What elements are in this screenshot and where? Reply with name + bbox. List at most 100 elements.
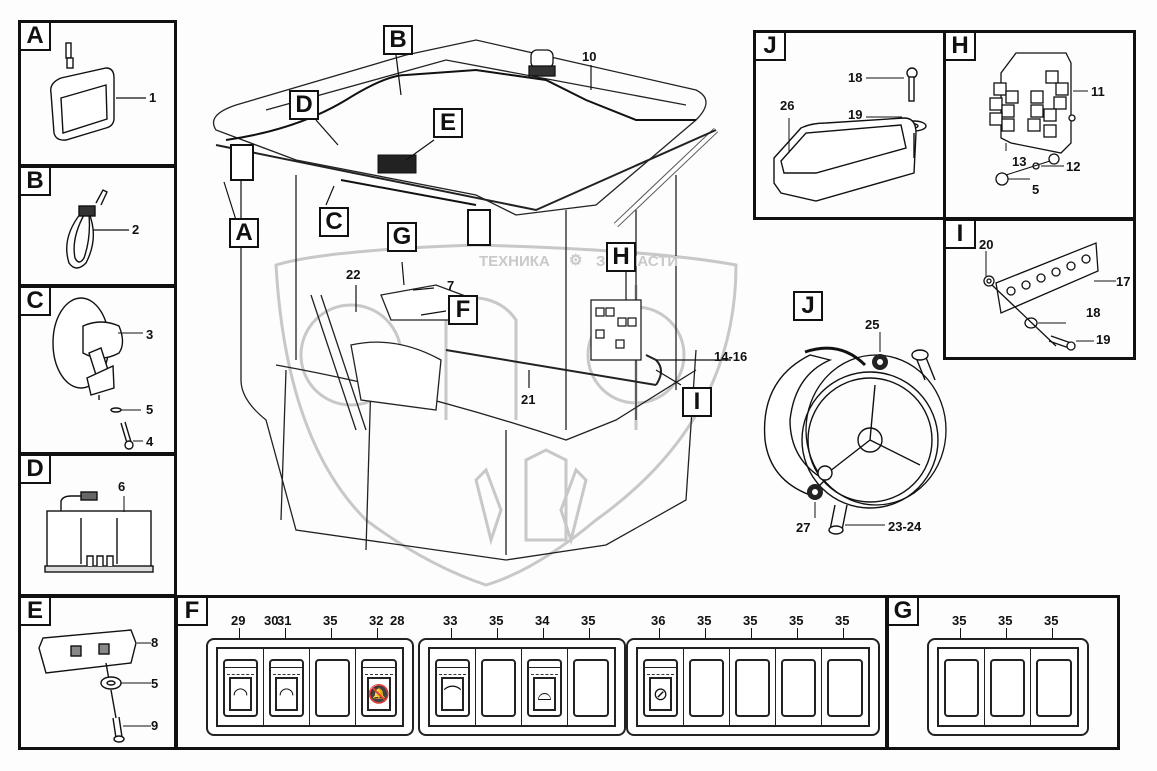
panel-a: A 1 bbox=[18, 20, 177, 167]
callout-c[interactable]: C bbox=[319, 207, 349, 237]
part-number: 8 bbox=[151, 635, 159, 650]
blank-switch[interactable] bbox=[944, 659, 979, 717]
switch-slot bbox=[568, 649, 614, 725]
switch-slot: ⊘ bbox=[638, 649, 684, 725]
part-number: 10 bbox=[582, 49, 597, 64]
part-number: 35 bbox=[323, 613, 338, 628]
rocker-switch[interactable]: ◠ bbox=[269, 659, 304, 717]
rocker-switch[interactable]: ⌒ bbox=[435, 659, 470, 717]
part-number: 35 bbox=[697, 613, 712, 628]
work-lamp-icon bbox=[50, 42, 146, 141]
alarm-off-icon: 🔕 bbox=[367, 677, 391, 711]
panel-label: H bbox=[946, 32, 976, 61]
part-number: 9 bbox=[151, 718, 159, 733]
panel-h: H 11 13 12 5 bbox=[943, 30, 1136, 220]
roof-harness bbox=[225, 68, 696, 206]
part-number: 22 bbox=[346, 267, 361, 282]
gear-icon: ⚙ bbox=[569, 252, 583, 269]
callout-b[interactable]: B bbox=[383, 25, 413, 55]
callout-f[interactable]: F bbox=[448, 295, 478, 325]
part-number: 3 bbox=[146, 327, 154, 342]
part-number: 14-16 bbox=[714, 349, 748, 364]
terminal-strip-icon bbox=[983, 242, 1116, 351]
rocker-switch[interactable]: ⊘ bbox=[643, 659, 678, 717]
part-number: 18 bbox=[848, 70, 863, 85]
part-number: 19 bbox=[1096, 332, 1111, 347]
switch-slot bbox=[939, 649, 985, 725]
part-number: 12 bbox=[1066, 159, 1081, 174]
blank-switch[interactable] bbox=[827, 659, 863, 717]
switch-slot bbox=[985, 649, 1031, 725]
work-lamp-right bbox=[467, 209, 491, 246]
part-number: 11 bbox=[1091, 84, 1105, 99]
washer-icon: ⌓ bbox=[533, 677, 556, 711]
part-number: 20 bbox=[979, 237, 994, 252]
switch-slot: ◠ bbox=[218, 649, 264, 725]
blank-switch[interactable] bbox=[781, 659, 816, 717]
switch-slot bbox=[730, 649, 776, 725]
switch-slot bbox=[310, 649, 356, 725]
blank-switch[interactable] bbox=[990, 659, 1025, 717]
switch-slot bbox=[822, 649, 868, 725]
callout-g[interactable]: G bbox=[387, 222, 417, 252]
switch-slot bbox=[776, 649, 822, 725]
part-number: 5 bbox=[146, 402, 154, 417]
panel-i: I 20 17 18 19 bbox=[943, 218, 1136, 360]
steering-column-view: 25 27 23-24 bbox=[750, 280, 960, 540]
callout-a[interactable]: A bbox=[229, 218, 259, 248]
part-number: 33 bbox=[443, 613, 458, 628]
blank-switch[interactable] bbox=[573, 659, 609, 717]
part-number: 34 bbox=[535, 613, 550, 628]
switch-bezel: ⊘ bbox=[626, 638, 880, 736]
part-number: 35 bbox=[743, 613, 758, 628]
panel-label: G bbox=[889, 597, 919, 626]
callout-e[interactable]: E bbox=[433, 108, 463, 138]
panel-label: D bbox=[21, 455, 51, 484]
callout-i[interactable]: I bbox=[682, 387, 712, 417]
blank-switch[interactable] bbox=[315, 659, 350, 717]
steering-wheel bbox=[805, 354, 947, 506]
panel-d: D 6 bbox=[18, 453, 177, 597]
panel-j: J 18 26 19 bbox=[753, 30, 946, 220]
panel-label: A bbox=[21, 22, 51, 51]
blank-switch[interactable] bbox=[689, 659, 724, 717]
part-number: 1 bbox=[149, 90, 157, 105]
part-number: 35 bbox=[581, 613, 596, 628]
switch-slot: ◠ bbox=[264, 649, 310, 725]
part-number: 35 bbox=[835, 613, 850, 628]
part-number: 25 bbox=[865, 317, 880, 332]
rocker-switch[interactable]: 🔕 bbox=[361, 659, 397, 717]
callout-h[interactable]: H bbox=[606, 242, 636, 272]
rocker-switch[interactable]: ⌓ bbox=[527, 659, 562, 717]
part-number: 31 bbox=[277, 613, 292, 628]
panel-label: B bbox=[21, 167, 51, 196]
part-number: 6 bbox=[118, 479, 126, 494]
rocker-switch[interactable]: ◠ bbox=[223, 659, 258, 717]
part-number: 35 bbox=[1044, 613, 1059, 628]
interior-lamp-icon bbox=[38, 629, 151, 743]
part-number: 23-24 bbox=[888, 519, 922, 534]
radio-unit-icon bbox=[44, 491, 154, 573]
part-number: 27 bbox=[796, 520, 811, 535]
callout-j[interactable]: J bbox=[793, 291, 823, 321]
mirror-icon bbox=[52, 297, 143, 450]
blank-switch[interactable] bbox=[1036, 659, 1072, 717]
panel-label: C bbox=[21, 287, 51, 316]
switch-slot: 🔕 bbox=[356, 649, 402, 725]
part-number: 35 bbox=[789, 613, 804, 628]
part-number: 21 bbox=[521, 392, 536, 407]
panel-b: B 2 bbox=[18, 165, 177, 287]
part-number: 35 bbox=[998, 613, 1013, 628]
panel-label: F bbox=[178, 597, 208, 626]
part-number: 26 bbox=[780, 98, 795, 113]
panel-label: J bbox=[756, 32, 786, 61]
callout-d[interactable]: D bbox=[289, 90, 319, 120]
switch-bezel bbox=[927, 638, 1089, 736]
cab-drawing bbox=[212, 39, 947, 587]
blank-switch[interactable] bbox=[481, 659, 516, 717]
part-number: 19 bbox=[848, 107, 863, 122]
blank-switch[interactable] bbox=[735, 659, 770, 717]
work-light-icon: ◠ bbox=[229, 677, 252, 711]
switch-slot: ⌒ bbox=[430, 649, 476, 725]
